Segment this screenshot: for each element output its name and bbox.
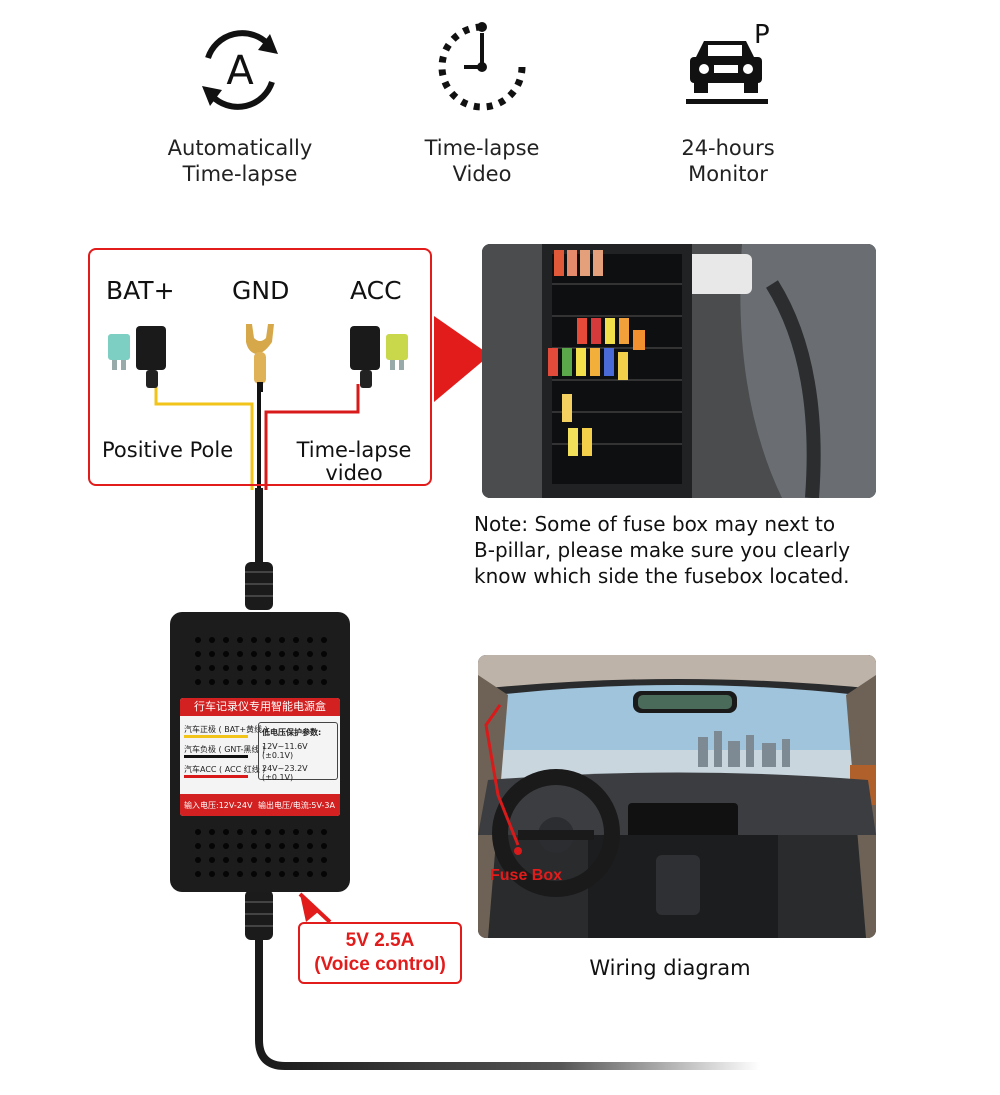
feature-24h-monitor: P 24-hours Monitor bbox=[638, 15, 818, 195]
svg-text:P: P bbox=[754, 20, 770, 50]
timelapse-video-label: Time-lapse video bbox=[296, 438, 412, 485]
fuse-box-location-label: Fuse Box bbox=[490, 867, 563, 884]
input-voltage: 输入电压:12V-24V bbox=[184, 801, 253, 810]
positive-pole-label: Positive Pole bbox=[102, 438, 234, 462]
fuse-box-photo bbox=[482, 244, 876, 498]
sticker-row-bat: 汽车正极 ( BAT+黄线 ) bbox=[184, 724, 268, 738]
ring-terminal-icon bbox=[246, 324, 274, 392]
output-spec-line2: (Voice control) bbox=[314, 954, 446, 975]
output-spec-line1: 5V 2.5A bbox=[345, 930, 415, 951]
output-spec-badge: 5V 2.5A (Voice control) bbox=[298, 922, 462, 984]
feature-timelapse-video: Time-lapse Video bbox=[392, 15, 572, 195]
feature-label-line2: Monitor bbox=[688, 162, 768, 186]
fuse-tap-icon bbox=[108, 326, 166, 388]
feature-label-line2: Video bbox=[452, 162, 512, 186]
fusebox-note: Note: Some of fuse box may next to B-pil… bbox=[474, 512, 851, 588]
feature-label-line1: Automatically bbox=[167, 136, 313, 160]
sticker-row-acc: 汽车ACC ( ACC 红线 ) bbox=[184, 764, 265, 778]
timer-clock-icon bbox=[438, 22, 527, 111]
acc-label: ACC bbox=[350, 276, 402, 305]
sticker-spec-box: 低电压保护参数: 12V~11.6V (±0.1V) 24V~23.2V (±0… bbox=[258, 722, 338, 782]
feature-label-line1: 24-hours bbox=[681, 136, 775, 160]
vent-grille bbox=[195, 637, 327, 685]
fuse-tap-panel: BAT+ GND ACC Positive Pole Time-lapse vi… bbox=[88, 248, 432, 486]
power-module: 行车记录仪专用智能电源盒 汽车正极 ( BAT+黄线 ) 汽车负极 ( GNT-… bbox=[170, 612, 350, 892]
bat-label: BAT+ bbox=[106, 276, 175, 305]
wiring-diagram-caption: Wiring diagram bbox=[589, 956, 751, 980]
fuse-tap-icon bbox=[350, 326, 408, 388]
sticker-title: 行车记录仪专用智能电源盒 bbox=[180, 698, 340, 716]
parked-car-icon: P bbox=[686, 20, 770, 104]
svg-text:A: A bbox=[226, 48, 254, 94]
gnd-label: GND bbox=[232, 276, 290, 305]
car-interior-photo: Fuse Box bbox=[478, 655, 876, 938]
module-label-sticker: 行车记录仪专用智能电源盒 汽车正极 ( BAT+黄线 ) 汽车负极 ( GNT-… bbox=[180, 698, 340, 816]
feature-label-line1: Time-lapse bbox=[424, 136, 540, 160]
output-voltage: 输出电压/电流:5V-3A bbox=[258, 801, 335, 810]
feature-label-line2: Time-lapse bbox=[182, 162, 298, 186]
sticker-row-gnd: 汽车负极 ( GNT-黑线 ) bbox=[184, 744, 265, 758]
vent-grille bbox=[195, 829, 327, 877]
sticker-footer: 输入电压:12V-24V 输出电压/电流:5V-3A bbox=[180, 794, 340, 816]
auto-timelapse-icon: A bbox=[202, 30, 278, 110]
feature-auto-timelapse: A Automatically Time-lapse bbox=[150, 15, 330, 195]
